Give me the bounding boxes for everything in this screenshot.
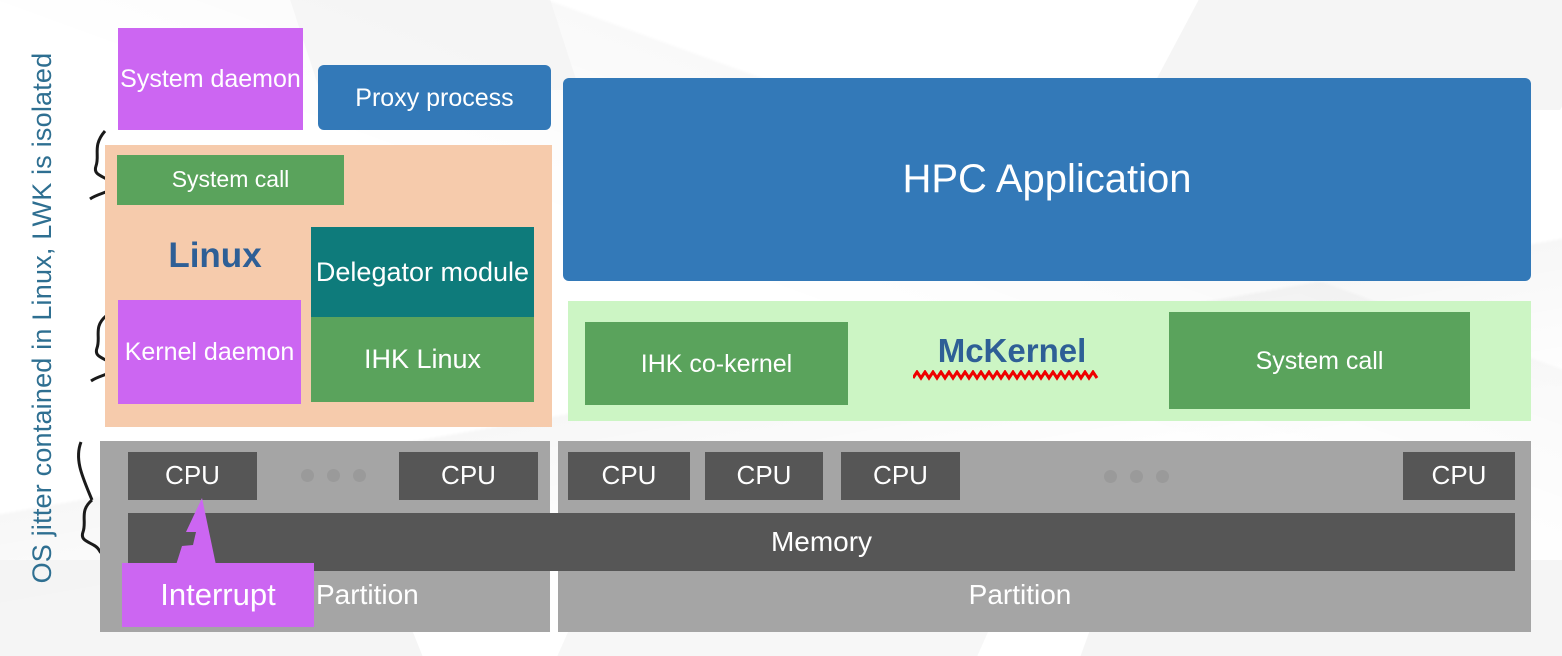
right-partition-label: Partition <box>968 579 1072 611</box>
cpu-label: CPU <box>873 460 928 491</box>
ihk-linux-box[interactable]: IHK Linux <box>311 317 534 402</box>
memory-bar[interactable]: Memory <box>128 513 1515 571</box>
linux-system-call-label: System call <box>171 166 290 193</box>
hpc-application-label: HPC Application <box>902 157 1192 202</box>
ihk-cokernel-box[interactable]: IHK co-kernel <box>585 322 848 405</box>
cpu-label: CPU <box>1431 460 1487 491</box>
system-daemon-box[interactable]: System daemon <box>118 28 303 130</box>
lwk-system-call-label: System call <box>1255 346 1384 375</box>
proxy-process-box[interactable]: Proxy process <box>318 65 551 130</box>
cpu-label: CPU <box>441 460 496 491</box>
interrupt-label: Interrupt <box>160 576 276 612</box>
mckernel-label: McKernel <box>937 332 1087 369</box>
cpu-box[interactable]: CPU <box>568 452 690 500</box>
left-partition-label: Partition <box>316 579 419 611</box>
proxy-process-label: Proxy process <box>355 83 514 112</box>
memory-label: Memory <box>770 526 873 558</box>
ihk-cokernel-label: IHK co-kernel <box>640 349 793 378</box>
cpu-label: CPU <box>165 460 220 491</box>
linux-system-call-box[interactable]: System call <box>117 155 344 205</box>
ihk-linux-label: IHK Linux <box>363 344 482 375</box>
cpu-box[interactable]: CPU <box>399 452 538 500</box>
delegator-module-label: Delegator module <box>315 256 530 287</box>
delegator-module-box[interactable]: Delegator module <box>311 227 534 317</box>
cpu-box[interactable]: CPU <box>1403 452 1515 500</box>
interrupt-callout[interactable]: Interrupt <box>122 563 314 627</box>
kernel-daemon-box[interactable]: Kernel daemon <box>118 300 301 404</box>
left-partition-ellipsis-icon <box>301 469 366 482</box>
cpu-box[interactable]: CPU <box>841 452 960 500</box>
spellcheck-squiggle-icon <box>913 370 1099 381</box>
cpu-label: CPU <box>736 460 792 491</box>
cpu-box[interactable]: CPU <box>128 452 257 500</box>
linux-panel-label: Linux <box>168 236 262 276</box>
kernel-daemon-label: Kernel daemon <box>124 338 295 366</box>
lwk-system-call-box[interactable]: System call <box>1169 312 1470 409</box>
cpu-label: CPU <box>601 460 657 491</box>
right-partition-ellipsis-icon <box>1104 470 1169 483</box>
cpu-box[interactable]: CPU <box>705 452 823 500</box>
system-daemon-label: System daemon <box>120 65 301 93</box>
side-caption: OS jitter contained in Linux, LWK is iso… <box>26 52 57 584</box>
hpc-application-box[interactable]: HPC Application <box>563 78 1531 281</box>
